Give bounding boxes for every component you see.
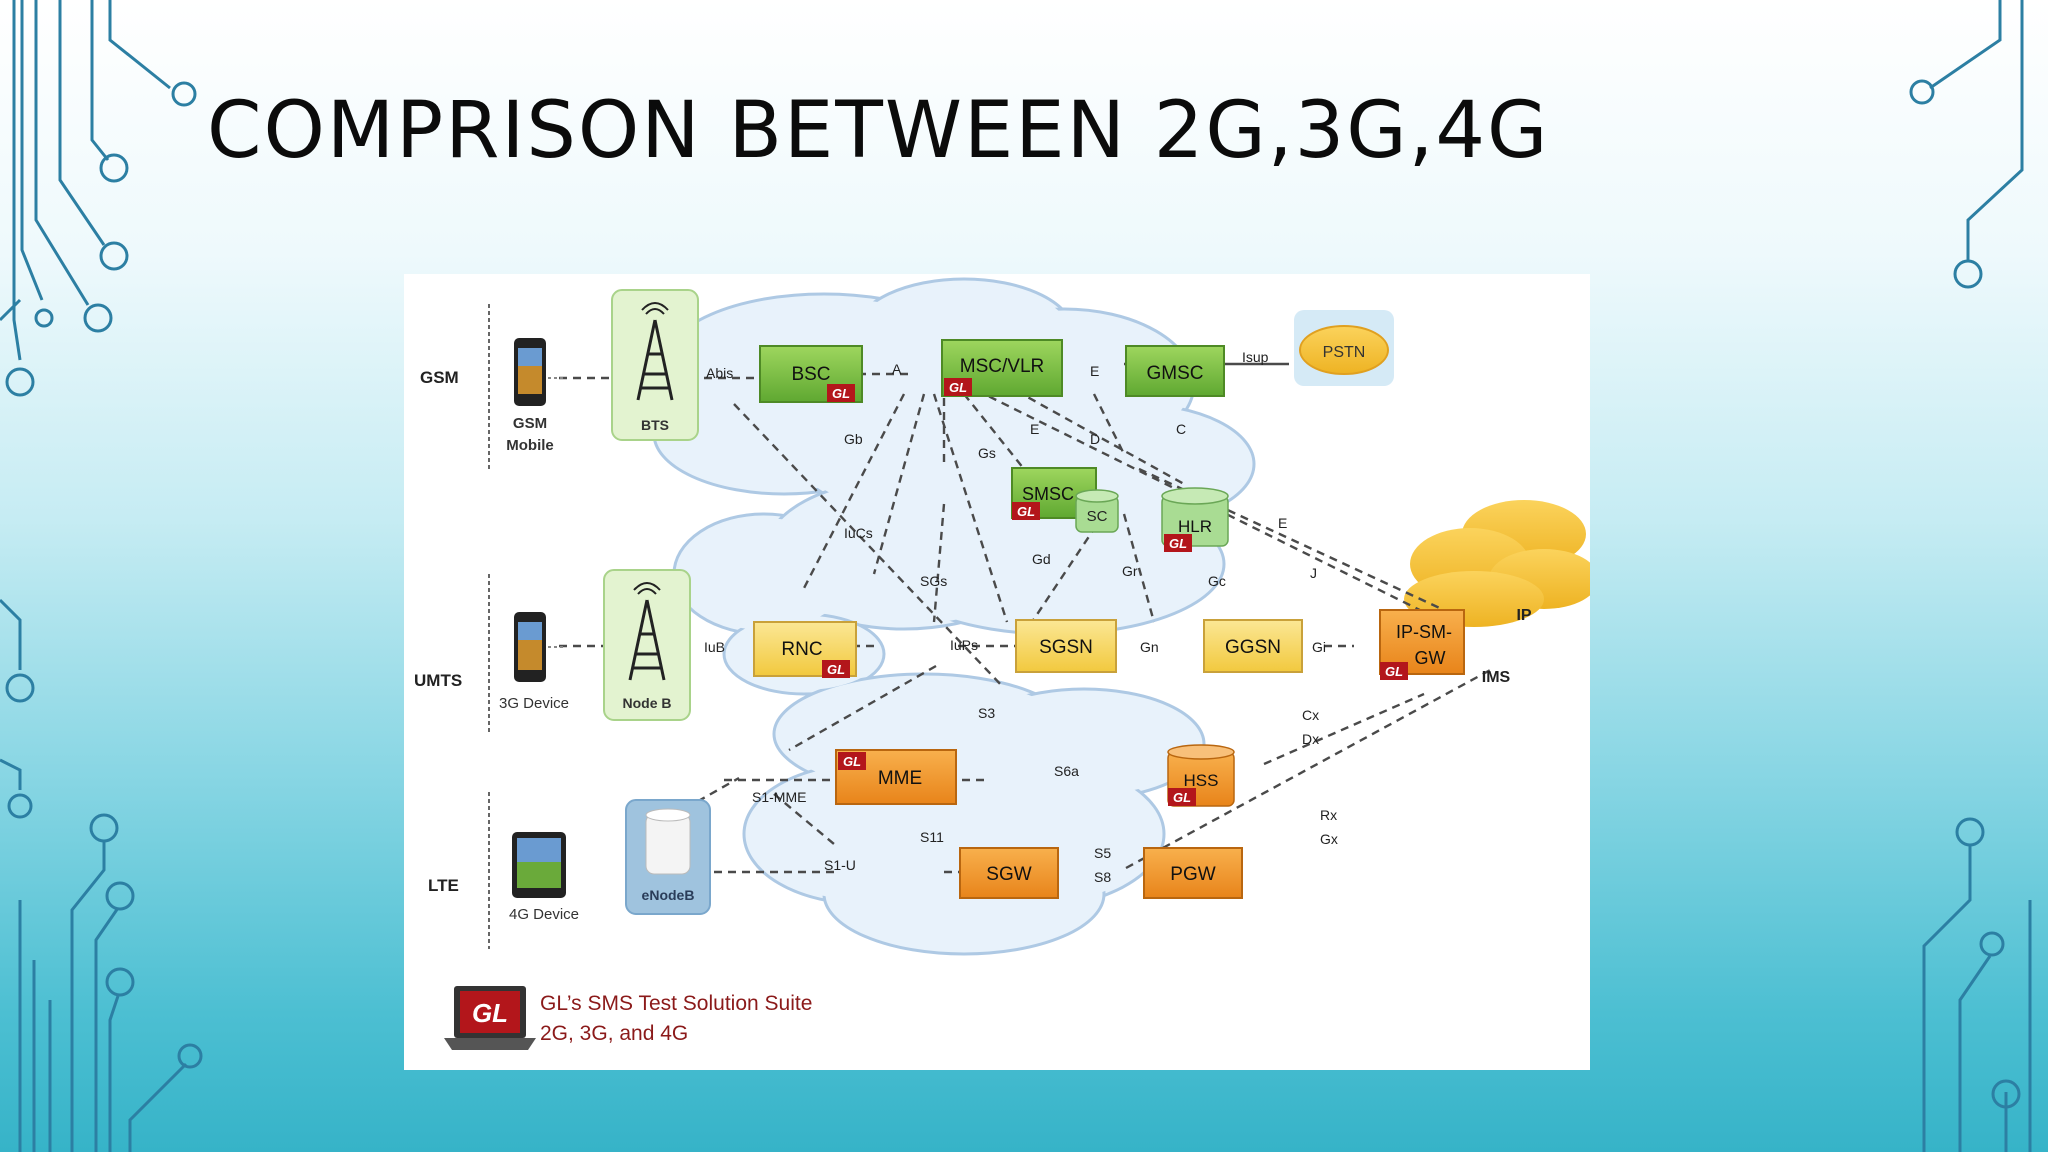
msc-vlr-node: MSC/VLR GL xyxy=(941,339,1063,397)
iface-dx: Dx xyxy=(1302,731,1319,747)
svg-text:MME: MME xyxy=(878,768,922,789)
iface-sgs: SGs xyxy=(920,573,947,589)
svg-text:HSS: HSS xyxy=(1184,771,1219,790)
row-label-lte: LTE xyxy=(428,876,459,895)
ip-label: IP xyxy=(1516,607,1531,624)
svg-text:GW: GW xyxy=(1415,648,1446,668)
row-label-gsm: GSM xyxy=(420,368,459,387)
gsm-mobile-icon xyxy=(514,338,546,406)
svg-text:GL: GL xyxy=(832,386,850,401)
iface-s11: S11 xyxy=(920,829,944,845)
iface-iub: IuB xyxy=(704,639,725,655)
gsm-mobile-label-line2: Mobile xyxy=(506,437,554,454)
pgw-node: PGW xyxy=(1143,847,1243,899)
iface-gr: Gr xyxy=(1122,563,1138,579)
iface-iucs: IuCs xyxy=(844,525,873,541)
iface-j: J xyxy=(1310,565,1317,581)
ims-label: IMS xyxy=(1482,669,1511,686)
enodeb-label: eNodeB xyxy=(642,887,695,903)
svg-text:GL: GL xyxy=(843,754,861,769)
sgw-node: SGW xyxy=(959,847,1059,899)
svg-text:GL: GL xyxy=(1169,536,1187,551)
network-architecture-diagram: GSM UMTS LTE GSM Mobile 3G Device 4G Dev… xyxy=(414,277,1590,1050)
pstn-label: PSTN xyxy=(1323,344,1366,361)
nodeb-tower xyxy=(603,569,691,721)
iface-iups: IuPs xyxy=(950,637,978,653)
svg-text:RNC: RNC xyxy=(781,639,822,660)
svg-text:GL: GL xyxy=(1017,504,1035,519)
iface-gx: Gx xyxy=(1320,831,1338,847)
footer-title: GL’s SMS Test Solution Suite xyxy=(540,992,812,1015)
hlr-node: HLR GL xyxy=(1161,487,1229,552)
iface-s6a: S6a xyxy=(1054,763,1079,779)
iface-gn: Gn xyxy=(1140,639,1159,655)
iface-s1-u: S1-U xyxy=(824,857,856,873)
iface-e3: E xyxy=(1278,515,1287,531)
iface-gs: Gs xyxy=(978,445,996,461)
iface-gb: Gb xyxy=(844,431,863,447)
svg-text:GL: GL xyxy=(949,380,967,395)
ggsn-node: GGSN xyxy=(1203,619,1303,673)
3g-device-icon xyxy=(514,612,546,682)
svg-text:BSC: BSC xyxy=(791,364,830,385)
svg-text:GL: GL xyxy=(1173,790,1191,805)
svg-text:GGSN: GGSN xyxy=(1225,637,1281,658)
interface-labels: Abis A E Isup Gb Gs E D C IuCs SGs Gd Gr… xyxy=(704,349,1338,885)
enodeb-tower xyxy=(625,799,711,915)
gl-laptop-logo: GL xyxy=(444,986,536,1050)
4g-device-icon xyxy=(512,832,566,898)
rnc-node: RNC GL xyxy=(753,621,857,678)
iface-abis: Abis xyxy=(706,365,733,381)
row-label-umts: UMTS xyxy=(414,671,462,690)
bts-tower xyxy=(611,289,699,441)
sgsn-node: SGSN xyxy=(1015,619,1117,673)
3g-device-label: 3G Device xyxy=(499,695,569,712)
svg-text:HLR: HLR xyxy=(1178,517,1212,536)
iface-d: D xyxy=(1090,431,1100,447)
svg-text:SGW: SGW xyxy=(986,864,1031,885)
gmsc-node: GMSC xyxy=(1125,345,1225,397)
iface-gi: Gi xyxy=(1312,639,1326,655)
svg-text:SGSN: SGSN xyxy=(1039,637,1093,658)
iface-gc: Gc xyxy=(1208,573,1226,589)
svg-text:GL: GL xyxy=(827,662,845,677)
footer-subtitle: 2G, 3G, and 4G xyxy=(540,1022,688,1045)
network-diagram-panel: GSM UMTS LTE GSM Mobile 3G Device 4G Dev… xyxy=(404,274,1590,1070)
sc-node: SC xyxy=(1075,489,1119,533)
mme-node: MME GL xyxy=(835,749,957,805)
iface-s8: S8 xyxy=(1094,869,1111,885)
pstn-cloud xyxy=(1299,325,1389,375)
bts-label: BTS xyxy=(641,417,669,433)
svg-text:IP-SM-: IP-SM- xyxy=(1396,622,1452,642)
svg-text:SC: SC xyxy=(1087,508,1108,525)
iface-cx: Cx xyxy=(1302,707,1319,723)
iface-e: E xyxy=(1090,363,1099,379)
iface-s3: S3 xyxy=(978,705,995,721)
4g-device-label: 4G Device xyxy=(509,906,579,923)
gsm-mobile-label: GSM xyxy=(513,415,547,432)
svg-text:GL: GL xyxy=(1385,664,1403,679)
hss-node: HSS GL xyxy=(1167,744,1235,807)
iface-s5: S5 xyxy=(1094,845,1111,861)
svg-text:PGW: PGW xyxy=(1170,864,1215,885)
bsc-node: BSC GL xyxy=(759,345,863,403)
iface-gd: Gd xyxy=(1032,551,1051,567)
iface-isup: Isup xyxy=(1242,349,1269,365)
iface-a: A xyxy=(892,361,902,377)
iface-c: C xyxy=(1176,421,1186,437)
ip-ims-cloud xyxy=(1404,500,1590,627)
nodeb-label: Node B xyxy=(623,695,672,711)
iface-rx: Rx xyxy=(1320,807,1337,823)
ip-sm-gw-node: IP-SM- GW GL xyxy=(1379,609,1465,680)
iface-e2: E xyxy=(1030,421,1039,437)
iface-s1-mme: S1-MME xyxy=(752,789,806,805)
slide-title: COMPRISON BETWEEN 2G,3G,4G xyxy=(207,86,1550,176)
svg-text:GMSC: GMSC xyxy=(1147,363,1204,384)
svg-text:GL: GL xyxy=(472,998,508,1028)
svg-text:SMSC: SMSC xyxy=(1022,484,1074,504)
svg-text:MSC/VLR: MSC/VLR xyxy=(960,356,1044,377)
